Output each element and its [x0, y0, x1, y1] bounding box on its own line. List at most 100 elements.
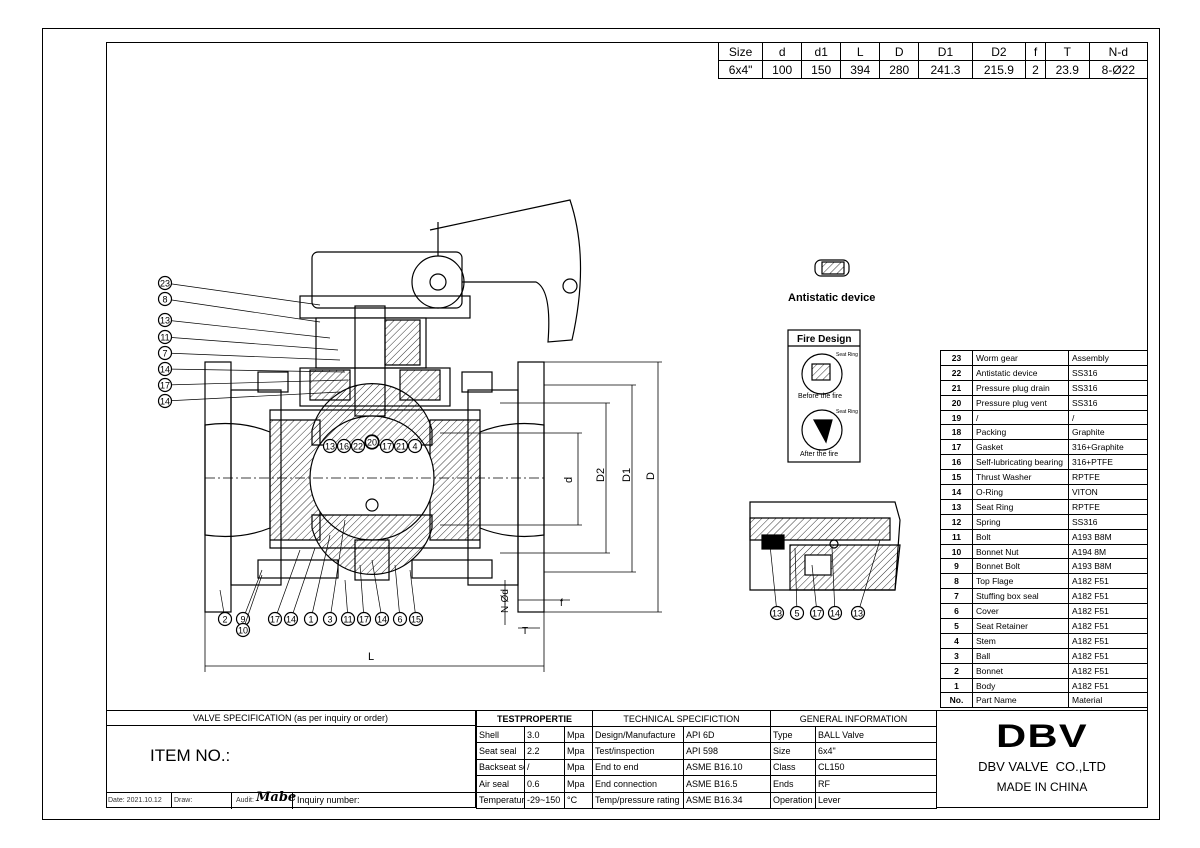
tech-label: End connection: [592, 775, 684, 793]
part-material: Graphite: [1068, 424, 1148, 441]
part-balloon: 20: [364, 434, 380, 450]
part-material: Assembly: [1068, 350, 1148, 366]
part-name: Thrust Washer: [972, 469, 1069, 486]
test-value: °C: [564, 791, 593, 809]
part-name: Bonnet: [972, 662, 1069, 679]
part-name: Bonnet Bolt: [972, 558, 1069, 575]
balloon-number: 13: [772, 609, 782, 619]
part-number: 13: [940, 498, 973, 515]
dim-header-d1: D1: [918, 42, 973, 61]
balloon-number: 13: [853, 609, 863, 619]
part-name: O-Ring: [972, 484, 1069, 500]
part-balloon: 16: [336, 438, 352, 454]
test-label: Shell: [476, 725, 525, 744]
part-material: RPTFE: [1068, 498, 1148, 515]
part-name: Pressure plug drain: [972, 379, 1069, 396]
general-value: CL150: [814, 758, 938, 777]
part-name: Antistatic device: [972, 364, 1069, 381]
part-material: VITON: [1068, 484, 1148, 500]
dim-header-d: d: [762, 42, 803, 61]
part-balloon: 13: [157, 312, 331, 339]
part-number: 10: [940, 543, 973, 560]
part-number: 20: [940, 394, 973, 411]
tech-value: API 6D: [683, 725, 771, 744]
part-name: Part Name: [972, 692, 1069, 709]
balloon-number: 22: [353, 442, 363, 452]
test-label: Backseat seal: [476, 758, 525, 777]
part-name: /: [972, 409, 1069, 426]
dim-f: f: [560, 598, 563, 609]
part-number: 21: [940, 379, 973, 396]
part-name: Ball: [972, 647, 1069, 664]
valve-spec-panel: VALVE SPECIFICATION (as per inquiry or o…: [106, 710, 476, 809]
made-in-china: MADE IN CHINA: [996, 780, 1088, 794]
audit-label: Audit:: [236, 797, 254, 804]
company-name: DBV VALVE CO.,LTD: [978, 759, 1106, 774]
dim-value-t: 23.9: [1044, 60, 1090, 79]
part-name: Stuffing box seal: [972, 588, 1069, 605]
part-balloon: 2: [217, 589, 233, 627]
antistatic-label: Antistatic device: [788, 292, 875, 304]
test-label: Air seal: [476, 775, 525, 793]
balloon-number: 14: [830, 609, 840, 619]
part-name: Pressure plug vent: [972, 394, 1069, 411]
part-number: 8: [940, 573, 973, 590]
draw-label: Draw:: [174, 793, 232, 809]
balloon-number: 1: [308, 615, 313, 625]
balloon-number: 5: [794, 609, 799, 619]
part-name: Spring: [972, 513, 1069, 530]
part-balloon: 17: [356, 564, 372, 627]
test-value: Mpa: [564, 742, 593, 760]
part-material: A194 8M: [1068, 543, 1148, 560]
part-material: A193 B8M: [1068, 558, 1148, 575]
balloon-number: 14: [160, 365, 170, 375]
dim-header-l: L: [840, 42, 881, 61]
part-balloon: 17: [379, 438, 395, 454]
dim-value-d: 100: [762, 60, 803, 79]
part-name: Self-lubricating bearing: [972, 454, 1069, 471]
dim-value-size: 6x4": [717, 60, 764, 79]
inquiry-number-label: Inquiry number:: [292, 793, 360, 809]
balloon-number: 17: [382, 442, 392, 452]
dimension-lines: [204, 361, 662, 672]
part-number: 15: [940, 469, 973, 486]
balloon-number: 17: [160, 381, 170, 391]
test-label: Temperature: [476, 791, 525, 809]
tech-value: ASME B16.34: [683, 791, 771, 809]
dim-value-d1: 150: [801, 60, 842, 79]
tech-label: End to end: [592, 758, 684, 777]
valve-spec-title: VALVE SPECIFICATION (as per inquiry or o…: [106, 710, 475, 726]
before-fire-seal-icon: [801, 353, 843, 395]
part-material: A182 F51: [1068, 647, 1148, 664]
test-value: 2.2: [524, 742, 565, 760]
part-balloon: 21: [393, 438, 409, 454]
dim-value-f: 2: [1025, 60, 1046, 79]
dim-header-d1: d1: [801, 42, 842, 61]
part-material: A182 F51: [1068, 603, 1148, 620]
balloon-number: 2: [222, 615, 227, 625]
part-number: 23: [940, 350, 973, 366]
part-name: Body: [972, 677, 1069, 694]
balloon-number: 4: [412, 442, 417, 452]
outer-border: [42, 28, 1160, 820]
dim-value-d: 280: [879, 60, 920, 79]
balloon-number: 17: [812, 609, 822, 619]
